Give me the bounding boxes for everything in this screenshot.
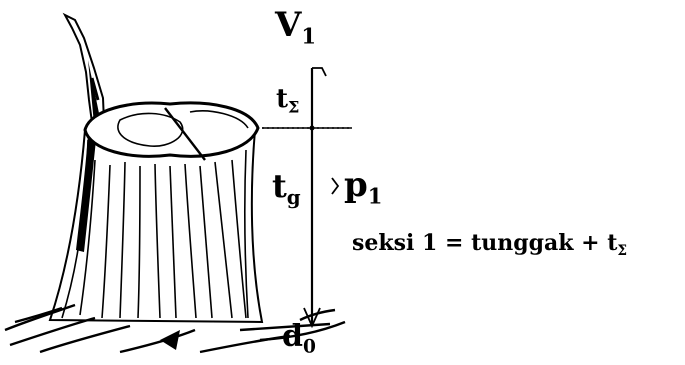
label-d0: d0 (282, 319, 316, 358)
label-tg: tg (272, 167, 301, 209)
label-t-sigma: tΣ (276, 84, 300, 117)
brace-mark (331, 177, 340, 195)
equation-text: seksi 1 = tunggak + tΣ (352, 230, 628, 259)
label-v1: V1 (275, 5, 317, 49)
label-p1: p1 (344, 165, 383, 209)
